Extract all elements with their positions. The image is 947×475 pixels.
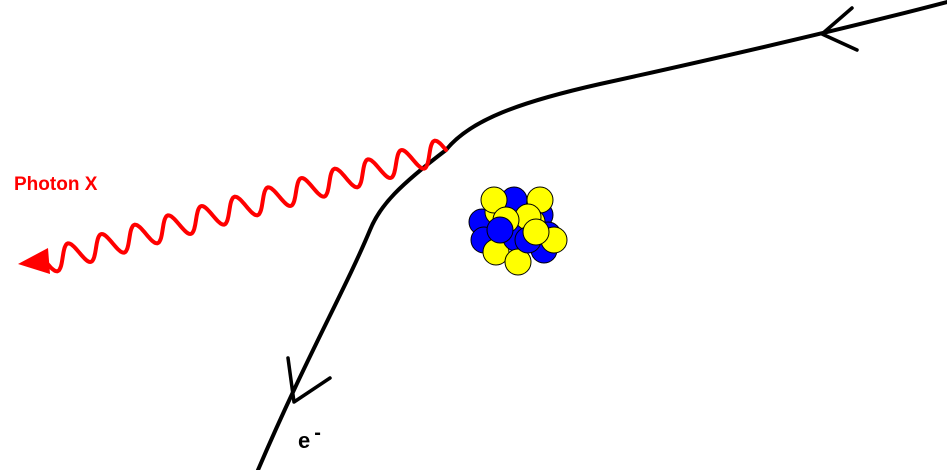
electron-label: e-: [298, 428, 321, 454]
electron-direction-arrow-bottom: [288, 358, 330, 402]
neutron: [487, 217, 513, 243]
nucleus: [469, 187, 567, 275]
photon-label: Photon X: [14, 174, 97, 196]
electron-symbol: e: [298, 428, 310, 453]
electron-charge: -: [314, 422, 321, 444]
electron-trajectory: [258, 2, 947, 470]
photon-arrowhead: [18, 248, 50, 274]
proton: [523, 219, 549, 245]
